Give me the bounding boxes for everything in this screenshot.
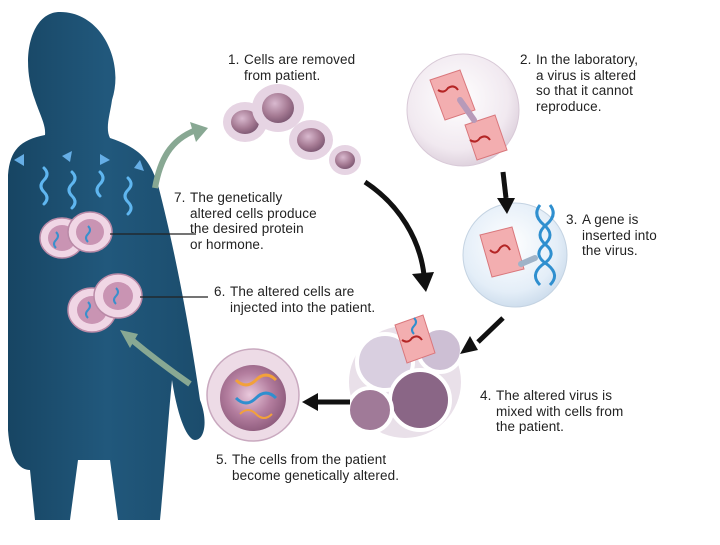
arrow-removal — [152, 127, 198, 189]
arrow-3-4-head — [460, 336, 478, 354]
step-2-label: 2.In the laboratory, a virus is altered … — [520, 52, 639, 114]
step-7-label: 7.The genetically altered cells produce … — [174, 190, 317, 252]
arrow-injection-head — [120, 330, 138, 348]
virus-lab-bubble — [406, 53, 520, 167]
step-1-label: 1.Cells are removed from patient. — [228, 52, 356, 83]
body-cells-lower — [67, 273, 143, 333]
arrow-3-4 — [476, 316, 505, 344]
patient-silhouette — [8, 11, 205, 520]
arrow-4-5-head — [302, 393, 318, 411]
step-3-label: 3.A gene is inserted into the virus. — [566, 212, 657, 258]
step-5-label: 5.The cells from the patient become gene… — [216, 452, 400, 483]
protein-triangle — [100, 154, 110, 165]
arrow-2-3 — [500, 171, 509, 199]
arrow-to-mixing — [363, 179, 427, 276]
protein-triangle — [62, 151, 72, 162]
removed-cells — [223, 84, 361, 175]
body-cells-upper — [39, 211, 113, 259]
arrow-2-3-head — [497, 198, 515, 214]
gene-insert-bubble — [462, 202, 568, 308]
step-6-label: 6.The altered cells are injected into th… — [214, 284, 376, 315]
step-4-label: 4.The altered virus is mixed with cells … — [480, 388, 624, 434]
arrow-removal-head — [190, 122, 208, 142]
protein-strands — [39, 166, 133, 216]
arrow-injection — [130, 337, 192, 387]
mixing-cells — [346, 314, 464, 438]
protein-triangle — [14, 154, 24, 166]
arrow-to-mixing-head — [412, 272, 434, 292]
protein-triangles — [14, 151, 144, 171]
protein-triangle — [134, 160, 144, 171]
altered-cell — [206, 348, 300, 442]
